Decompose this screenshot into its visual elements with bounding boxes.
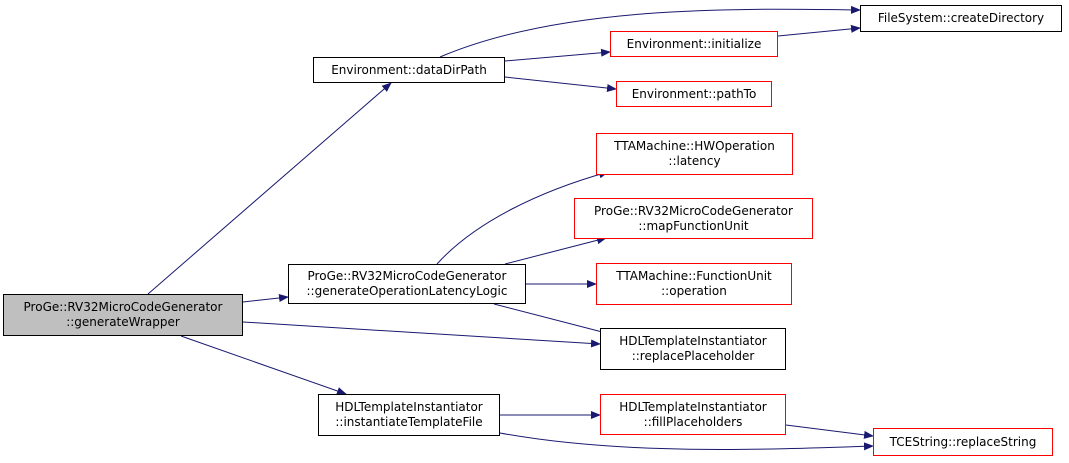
- node-generatewrapper-line2: ::generateWrapper: [66, 315, 180, 329]
- node-replaceplaceholder-line1: HDLTemplateInstantiator: [619, 334, 767, 348]
- edge-datadirpath-to-pathto: [504, 76, 617, 93]
- edge-generatewrapper-to-generatelatency: [242, 294, 289, 303]
- node-hwoplatency-line2: ::latency: [668, 154, 721, 168]
- node-datadirpath-label: Environment::dataDirPath: [331, 62, 487, 77]
- edge-fillplaceholders-to-replacestring: [785, 424, 874, 439]
- edge-datadirpath-to-createdirectory: [439, 5, 861, 58]
- node-generatelatency-line2: ::generateOperationLatencyLogic: [306, 284, 508, 298]
- node-generatelatency-line1: ProGe::RV32MicroCodeGenerator: [307, 269, 507, 283]
- node-instantiatetemplate[interactable]: HDLTemplateInstantiator ::instantiateTem…: [318, 394, 500, 436]
- node-generatelatency[interactable]: ProGe::RV32MicroCodeGenerator ::generate…: [288, 264, 526, 304]
- node-replacestring[interactable]: TCEString::replaceString: [873, 428, 1053, 456]
- node-initialize-label: Environment::initialize: [626, 36, 762, 51]
- node-pathto-label: Environment::pathTo: [631, 86, 757, 101]
- edge-generatelatency-to-hwoplatency: [436, 170, 609, 265]
- node-fuoperation-line1: TTAMachine::FunctionUnit: [616, 269, 772, 283]
- node-fuoperation-line2: ::operation: [661, 284, 727, 298]
- edge-instantiatetemplate-to-replacestring: [499, 432, 874, 451]
- node-replaceplaceholder[interactable]: HDLTemplateInstantiator ::replacePlaceho…: [600, 328, 786, 370]
- node-fillplaceholders-line1: HDLTemplateInstantiator: [619, 399, 767, 414]
- node-replacestring-label: TCEString::replaceString: [889, 434, 1037, 449]
- node-mapfunctionunit[interactable]: ProGe::RV32MicroCodeGenerator ::mapFunct…: [574, 198, 813, 239]
- node-initialize[interactable]: Environment::initialize: [610, 31, 778, 57]
- node-mapfunctionunit-line1: ProGe::RV32MicroCodeGenerator: [594, 203, 793, 218]
- node-fillplaceholders-line2: ::fillPlaceholders: [643, 414, 743, 429]
- node-hwoplatency-line1: TTAMachine::HWOperation: [614, 139, 775, 153]
- edge-datadirpath-to-initialize: [504, 48, 611, 62]
- node-instantiatetemplate-line1: HDLTemplateInstantiator: [335, 400, 483, 414]
- edge-initialize-to-createdirectory: [777, 24, 861, 37]
- node-replaceplaceholder-line2: ::replacePlaceholder: [631, 349, 755, 363]
- edge-generatewrapper-to-instantiatetemplate: [180, 335, 347, 395]
- node-generatewrapper: ProGe::RV32MicroCodeGenerator ::generate…: [3, 294, 243, 336]
- node-pathto[interactable]: Environment::pathTo: [616, 81, 772, 107]
- node-instantiatetemplate-line2: ::instantiateTemplateFile: [335, 415, 483, 429]
- node-fillplaceholders[interactable]: HDLTemplateInstantiator ::fillPlaceholde…: [600, 394, 786, 435]
- node-createdirectory-label: FileSystem::createDirectory: [877, 11, 1045, 25]
- edge-generatelatency-to-replaceplaceholder: [493, 303, 611, 336]
- node-mapfunctionunit-line2: ::mapFunctionUnit: [638, 218, 749, 233]
- node-fuoperation[interactable]: TTAMachine::FunctionUnit ::operation: [596, 263, 792, 305]
- node-datadirpath[interactable]: Environment::dataDirPath: [313, 57, 505, 83]
- node-createdirectory[interactable]: FileSystem::createDirectory: [860, 5, 1062, 32]
- edge-generatewrapper-to-replaceplaceholder: [242, 321, 601, 348]
- node-generatewrapper-line1: ProGe::RV32MicroCodeGenerator: [23, 300, 223, 314]
- node-hwoplatency[interactable]: TTAMachine::HWOperation ::latency: [596, 133, 793, 175]
- edge-generatewrapper-to-datadirpath: [147, 82, 392, 295]
- edge-generatelatency-to-mapfunctionunit: [504, 236, 607, 265]
